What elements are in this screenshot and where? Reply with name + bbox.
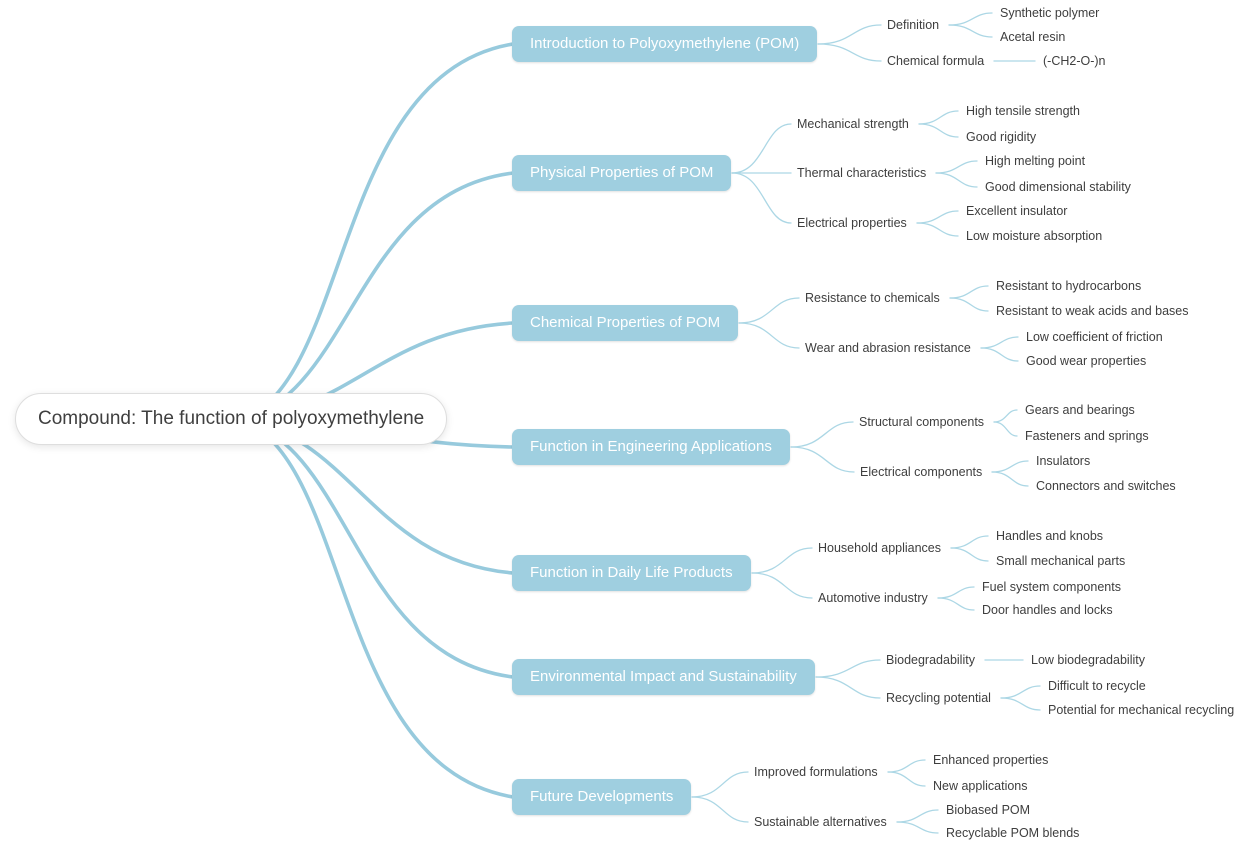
- connector-line: [993, 421, 1018, 437]
- connector-line: [991, 460, 1029, 473]
- connector-line: [980, 336, 1019, 349]
- subtopic-sustainable-alternatives[interactable]: Sustainable alternatives: [754, 815, 887, 829]
- connector-line: [731, 123, 792, 174]
- connector-line: [738, 322, 800, 349]
- subtopic-electrical-components[interactable]: Electrical components: [860, 465, 983, 479]
- connector-line: [948, 12, 993, 26]
- leaf-resistant-hydrocarbons[interactable]: Resistant to hydrocarbons: [996, 279, 1142, 293]
- leaf-biobased-pom[interactable]: Biobased POM: [946, 803, 1031, 817]
- connector-line: [738, 297, 800, 324]
- subtopic-resistance-to-chemicals[interactable]: Resistance to chemicals: [805, 291, 940, 305]
- connector-line: [1000, 685, 1041, 699]
- topic-environmental-impact[interactable]: Environmental Impact and Sustainability: [512, 659, 815, 695]
- connector-line: [918, 123, 959, 138]
- leaf-gears-bearings[interactable]: Gears and bearings: [1025, 403, 1135, 417]
- connector-line: [935, 172, 978, 188]
- connector-line: [916, 210, 959, 224]
- leaf-connectors-switches[interactable]: Connectors and switches: [1036, 479, 1176, 493]
- connector-line: [691, 796, 749, 823]
- connector-line: [949, 297, 989, 312]
- connector-line: [980, 347, 1019, 362]
- subtopic-electrical-properties[interactable]: Electrical properties: [797, 216, 907, 230]
- subtopic-recycling-potential[interactable]: Recycling potential: [886, 691, 991, 705]
- connector-line: [949, 285, 989, 299]
- leaf-fuel-system[interactable]: Fuel system components: [982, 580, 1121, 594]
- connector-line: [817, 43, 882, 62]
- leaf-fasteners-springs[interactable]: Fasteners and springs: [1025, 429, 1149, 443]
- leaf-formula[interactable]: (-CH2-O-)n: [1043, 54, 1106, 68]
- connector-line: [993, 409, 1018, 423]
- connector-line: [887, 759, 926, 773]
- connector-line: [948, 24, 993, 38]
- leaf-enhanced-properties[interactable]: Enhanced properties: [933, 753, 1049, 767]
- connector-line: [937, 586, 975, 599]
- subtopic-structural-components[interactable]: Structural components: [859, 415, 985, 429]
- leaf-insulators[interactable]: Insulators: [1036, 454, 1091, 468]
- leaf-dimensional-stability[interactable]: Good dimensional stability: [985, 180, 1131, 194]
- topic-introduction[interactable]: Introduction to Polyoxymethylene (POM): [512, 26, 818, 62]
- leaf-new-applications[interactable]: New applications: [933, 779, 1028, 793]
- connector-line: [817, 24, 882, 45]
- leaf-synthetic-polymer[interactable]: Synthetic polymer: [1000, 6, 1100, 20]
- connector-line: [918, 110, 959, 125]
- connector-line: [887, 771, 926, 787]
- topic-future-developments[interactable]: Future Developments: [512, 779, 692, 815]
- connector-line: [238, 42, 515, 422]
- topic-physical-properties[interactable]: Physical Properties of POM: [512, 155, 732, 191]
- subtopic-mechanical-strength[interactable]: Mechanical strength: [797, 117, 909, 131]
- connector-line: [790, 446, 855, 473]
- connector-line: [815, 659, 881, 678]
- leaf-good-wear[interactable]: Good wear properties: [1026, 354, 1147, 368]
- leaf-mechanical-recycling[interactable]: Potential for mechanical recycling: [1048, 703, 1235, 717]
- leaf-difficult-to-recycle[interactable]: Difficult to recycle: [1048, 679, 1146, 693]
- connector-line: [937, 597, 975, 611]
- leaf-door-handles-locks[interactable]: Door handles and locks: [982, 603, 1113, 617]
- connector-line: [731, 172, 792, 224]
- leaf-high-melting-point[interactable]: High melting point: [985, 154, 1086, 168]
- connector-line: [238, 171, 515, 422]
- connector-line: [896, 821, 939, 834]
- leaf-small-mechanical-parts[interactable]: Small mechanical parts: [996, 554, 1126, 568]
- leaf-low-moisture-absorption[interactable]: Low moisture absorption: [966, 229, 1103, 243]
- subtopic-wear-abrasion[interactable]: Wear and abrasion resistance: [805, 341, 971, 355]
- connector-line: [991, 471, 1029, 487]
- connector-line: [1000, 697, 1041, 711]
- topic-engineering-applications[interactable]: Function in Engineering Applications: [512, 429, 790, 465]
- leaf-good-rigidity[interactable]: Good rigidity: [966, 130, 1037, 144]
- connector-line: [935, 160, 978, 174]
- leaf-excellent-insulator[interactable]: Excellent insulator: [966, 204, 1068, 218]
- connector-line: [238, 418, 515, 799]
- subtopic-definition[interactable]: Definition: [887, 18, 940, 32]
- connector-line: [790, 421, 854, 448]
- connector-line: [896, 809, 939, 823]
- leaf-low-friction[interactable]: Low coefficient of friction: [1026, 330, 1163, 344]
- leaf-acetal-resin[interactable]: Acetal resin: [1000, 30, 1066, 44]
- subtopic-thermal-characteristics[interactable]: Thermal characteristics: [797, 166, 927, 180]
- connector-line: [815, 676, 881, 699]
- connector-line: [950, 535, 989, 549]
- leaf-low-biodegradability[interactable]: Low biodegradability: [1031, 653, 1145, 667]
- connector-line: [691, 771, 749, 798]
- topic-daily-life-products[interactable]: Function in Daily Life Products: [512, 555, 751, 591]
- topic-chemical-properties[interactable]: Chemical Properties of POM: [512, 305, 739, 341]
- connector-line: [238, 418, 515, 679]
- subtopic-chemical-formula[interactable]: Chemical formula: [887, 54, 985, 68]
- subtopic-biodegradability[interactable]: Biodegradability: [886, 653, 975, 667]
- subtopic-improved-formulations[interactable]: Improved formulations: [754, 765, 878, 779]
- connector-line: [751, 572, 813, 599]
- root-topic[interactable]: Compound: The function of polyoxymethyle…: [15, 393, 448, 445]
- leaf-recyclable-pom-blends[interactable]: Recyclable POM blends: [946, 826, 1080, 840]
- leaf-handles-knobs[interactable]: Handles and knobs: [996, 529, 1104, 543]
- subtopic-household-appliances[interactable]: Household appliances: [818, 541, 942, 555]
- connector-line: [751, 547, 813, 574]
- leaf-high-tensile-strength[interactable]: High tensile strength: [966, 104, 1080, 118]
- subtopic-automotive-industry[interactable]: Automotive industry: [818, 591, 928, 605]
- connector-line: [950, 547, 989, 562]
- leaf-resistant-weak-acids[interactable]: Resistant to weak acids and bases: [996, 304, 1189, 318]
- connector-line: [916, 222, 959, 237]
